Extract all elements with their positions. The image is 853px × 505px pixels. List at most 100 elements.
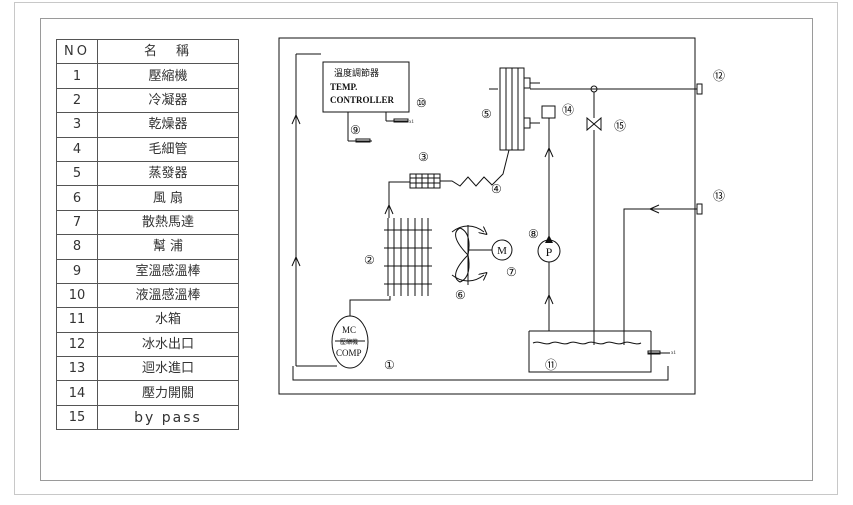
row-name: 冷凝器 xyxy=(97,87,239,114)
pump-arrowhead xyxy=(545,235,553,243)
evaporator xyxy=(499,67,540,151)
fan xyxy=(455,225,492,285)
compressor-label-en: COMP xyxy=(336,348,362,358)
dryer xyxy=(409,173,441,189)
callout-8: ⑧ xyxy=(528,227,539,241)
controller-label-en: CONTROLLER xyxy=(330,95,395,105)
row-name: by pass xyxy=(97,404,239,431)
compressor-label-cn: 壓縮機 xyxy=(340,338,358,346)
compressor-label-mc: MC xyxy=(342,325,356,335)
callout-1: ① xyxy=(384,358,395,372)
sensor-tag: x1 xyxy=(671,351,677,356)
row-no: 8 xyxy=(56,234,98,260)
temp-controller-box xyxy=(322,61,410,113)
outer-border xyxy=(14,2,838,495)
row-no: 12 xyxy=(56,331,98,358)
flow-arrow xyxy=(291,256,301,267)
base-line xyxy=(292,366,669,381)
row-name: 迴水進口 xyxy=(97,356,239,382)
row-name: 風 扇 xyxy=(97,185,239,211)
inner-border xyxy=(40,18,813,481)
flow-arrow xyxy=(649,204,660,214)
callout-7: ⑦ xyxy=(506,265,517,279)
row-name: 蒸發器 xyxy=(97,160,239,187)
row-no: 7 xyxy=(56,209,98,236)
callout-5: ⑤ xyxy=(481,107,492,121)
row-name: 幫 浦 xyxy=(97,234,239,260)
pump-letter: P xyxy=(546,245,553,259)
sensor-tag: x1 xyxy=(409,120,415,125)
dryer-mesh xyxy=(410,174,440,188)
callout-2: ② xyxy=(364,253,375,267)
callout-12: ⑫ xyxy=(713,69,725,83)
condenser-coil xyxy=(384,218,432,296)
row-name: 乾燥器 xyxy=(97,112,239,138)
callout-9: ⑨ xyxy=(350,123,361,137)
fan-airflow-arrow xyxy=(451,275,484,282)
row-name: 壓力開關 xyxy=(97,380,239,406)
parts-table-header: NO 名 稱 xyxy=(56,38,239,65)
discharge-line xyxy=(349,296,391,316)
schematic-frame xyxy=(278,37,696,395)
row-no: 10 xyxy=(56,282,98,309)
tank-sensor xyxy=(647,350,661,355)
motor-letter: M xyxy=(497,245,507,257)
bypass-valve xyxy=(586,116,602,132)
callout-15: ⑮ xyxy=(614,119,626,133)
callout-4: ④ xyxy=(491,182,502,196)
row-no: 6 xyxy=(56,185,98,211)
row-no: 5 xyxy=(56,160,98,187)
callout-6: ⑥ xyxy=(455,288,466,302)
row-no: 3 xyxy=(56,112,98,138)
water-level xyxy=(532,341,642,345)
fan-motor xyxy=(491,239,513,261)
row-name: 液溫感溫棒 xyxy=(97,282,239,309)
return-water-line xyxy=(623,208,697,345)
row-name: 冰水出口 xyxy=(97,331,239,358)
flow-arrow xyxy=(544,147,554,158)
room-temp-sensor xyxy=(355,138,371,143)
row-name: 水箱 xyxy=(97,307,239,333)
controller-label-temp: TEMP. xyxy=(330,82,357,92)
controller-label-cn: 溫度調節器 xyxy=(334,67,379,78)
callout-13: ⑬ xyxy=(713,189,725,203)
row-no: 15 xyxy=(56,404,98,431)
flow-arrow xyxy=(384,204,394,215)
flow-arrow xyxy=(291,114,301,125)
callout-11: ⑪ xyxy=(545,358,557,372)
liquid-temp-sensor xyxy=(393,118,409,123)
callout-14: ⑭ xyxy=(562,103,574,117)
inner-border-right xyxy=(812,18,813,481)
callout-10: ⑩ xyxy=(416,96,427,110)
row-no: 14 xyxy=(56,380,98,406)
header-name: 名 稱 xyxy=(97,38,239,65)
pressure-switch xyxy=(541,105,556,119)
row-name: 室溫感溫棒 xyxy=(97,258,239,284)
callout-3: ③ xyxy=(418,150,429,164)
return-water-inlet xyxy=(696,203,703,215)
row-no: 2 xyxy=(56,87,98,114)
header-no: NO xyxy=(56,38,98,65)
capillary-tube xyxy=(440,149,510,187)
fan-airflow-arrow xyxy=(451,225,484,232)
flow-arrow xyxy=(544,294,554,305)
chilled-water-outlet xyxy=(696,83,703,95)
row-no: 1 xyxy=(56,63,98,89)
